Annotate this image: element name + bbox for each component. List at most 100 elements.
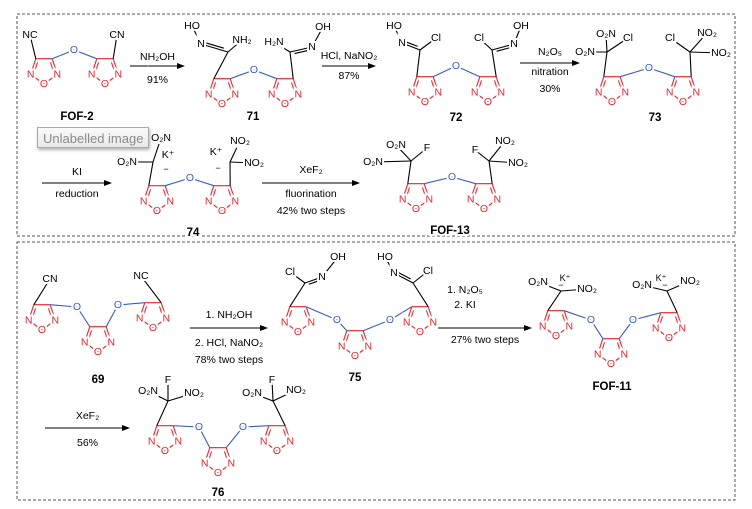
ring-bond xyxy=(41,319,56,331)
double-bond xyxy=(30,58,37,75)
substituent-label: N xyxy=(197,38,205,50)
substituent-label: O₂N xyxy=(242,387,262,399)
oxygen-atom: O xyxy=(484,96,492,108)
double-bond xyxy=(208,78,215,95)
ring-bond xyxy=(271,93,286,105)
ring-bond xyxy=(424,91,439,103)
substituent-label: O₂N xyxy=(386,139,406,151)
nitrogen-atom: N xyxy=(201,457,209,469)
nitrogen-atom: N xyxy=(228,457,236,469)
bond xyxy=(289,282,306,307)
bond xyxy=(491,49,497,77)
substituent-label: O₂N xyxy=(528,276,548,288)
ether-bond xyxy=(51,49,75,60)
ether-bond xyxy=(189,177,214,187)
bridging-oxygen: O xyxy=(73,301,81,313)
oxygen-atom: O xyxy=(149,322,157,334)
ring-bond xyxy=(611,91,626,103)
double-bond xyxy=(227,82,233,93)
double-bond xyxy=(676,312,683,329)
oxygen-atom: O xyxy=(351,350,359,362)
nitrogen-atom: N xyxy=(426,193,434,205)
double-bond xyxy=(103,330,109,341)
ether-bond xyxy=(76,306,91,327)
arrow-head xyxy=(177,63,185,69)
substituent-label: OH xyxy=(330,251,346,263)
arrow-head xyxy=(104,180,112,186)
nitrogen-atom: N xyxy=(268,88,276,100)
double-bond xyxy=(84,326,91,343)
double-bond xyxy=(473,187,479,198)
nitrogen-atom: N xyxy=(430,316,438,328)
ring-bond xyxy=(221,200,236,212)
nitrogen-atom: N xyxy=(88,68,96,80)
double-bond xyxy=(688,80,694,91)
ring-bond xyxy=(470,198,485,210)
oxygen-atom: O xyxy=(94,346,102,358)
double-bond xyxy=(28,304,35,321)
nitrogen-atom: N xyxy=(471,86,479,98)
nitrogen-atom: N xyxy=(308,316,316,328)
double-bond xyxy=(229,185,236,202)
bond xyxy=(384,256,395,274)
double-bond xyxy=(294,49,309,55)
double-bond xyxy=(674,316,680,327)
bond xyxy=(251,392,274,402)
ether-bond xyxy=(242,425,269,428)
substituent-label: K⁺ xyxy=(162,149,175,161)
substituent-label: HO xyxy=(184,20,200,32)
double-bond xyxy=(158,306,164,317)
bond xyxy=(29,34,37,59)
bond xyxy=(229,140,241,163)
substituent-label: − xyxy=(662,280,667,290)
substituent-label: O₂N xyxy=(363,156,383,168)
substituent-label: N xyxy=(510,38,518,50)
ether-bond xyxy=(305,306,338,321)
double-bond xyxy=(207,451,213,462)
condition-label: 87% xyxy=(338,70,359,82)
double-bond xyxy=(341,330,348,347)
double-bond xyxy=(225,447,232,464)
oxygen-atom: O xyxy=(218,98,226,110)
reagent-label: XeF₂ xyxy=(76,410,99,422)
double-bond xyxy=(430,80,436,91)
arrow-head xyxy=(122,425,130,431)
double-bond xyxy=(271,78,278,95)
reagent-label: NH₂OH xyxy=(140,51,175,63)
condition-label: 27% two steps xyxy=(451,334,519,346)
bond xyxy=(537,281,562,292)
ether-bond xyxy=(336,319,348,332)
reagent-label: HCl, NaNO₂ xyxy=(321,50,378,62)
double-bond xyxy=(344,334,350,345)
substituent-label: Cl xyxy=(423,265,433,277)
double-bond xyxy=(496,46,511,52)
bond xyxy=(321,256,339,278)
condition-label: nitration xyxy=(531,66,569,78)
reagent-label: 1. NH₂OH xyxy=(206,309,253,321)
bridging-oxygen: O xyxy=(448,171,456,183)
ring-bond xyxy=(97,341,112,353)
double-bond xyxy=(105,326,112,343)
ring-bond xyxy=(610,353,625,365)
nitrogen-atom: N xyxy=(365,340,373,352)
bond xyxy=(513,25,522,45)
bond xyxy=(33,278,51,305)
ether-bond xyxy=(50,304,78,308)
double-bond xyxy=(208,185,215,202)
oxygen-atom: O xyxy=(679,96,687,108)
bond xyxy=(412,282,429,307)
substituent-label: Cl xyxy=(285,266,295,278)
condition-label: 56% xyxy=(77,437,98,449)
double-bond xyxy=(477,80,483,91)
bond xyxy=(416,49,421,77)
bridging-oxygen: O xyxy=(452,60,460,72)
ring-bond xyxy=(669,91,684,103)
substituent-label: F xyxy=(472,144,478,156)
double-bond xyxy=(425,310,431,321)
substituent-label: NO₂ xyxy=(711,47,731,59)
double-bond xyxy=(362,330,369,347)
nitrogen-atom: N xyxy=(136,312,144,324)
substituent-label: O₂N xyxy=(596,28,616,40)
substituent-label: NO₂ xyxy=(680,275,700,287)
oxygen-atom: O xyxy=(38,324,46,336)
